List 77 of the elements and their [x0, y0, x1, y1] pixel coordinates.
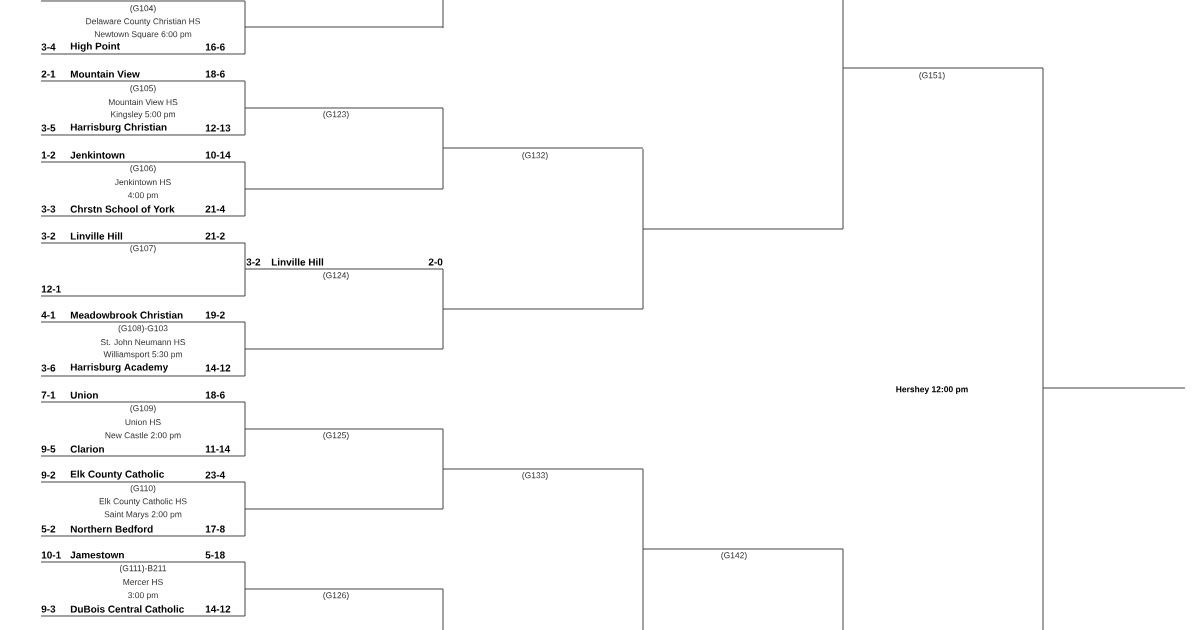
game-info: Mountain View HS	[108, 98, 178, 106]
seed-label: 9-5	[41, 445, 56, 453]
seed-label: 3-2	[246, 258, 261, 266]
team-record: 11-14	[205, 445, 231, 453]
seed-label: 5-2	[41, 525, 56, 533]
game-info: Mercer HS	[123, 579, 163, 585]
team-record: 18-6	[205, 70, 225, 78]
game-info: 3:00 pm	[128, 592, 158, 600]
game-info: (G111)-B211	[120, 565, 167, 573]
team-name: Harrisburg Academy	[70, 363, 169, 373]
game-info: Kingsley 5:00 pm	[111, 111, 175, 119]
seed-label: 3-5	[41, 124, 56, 132]
game-info: (G109)	[130, 405, 156, 413]
seed-label: 7-1	[41, 391, 56, 399]
team-record: 12-13	[205, 124, 231, 132]
seed-label: 1-2	[41, 151, 56, 159]
team-name: Mountain View	[70, 70, 140, 78]
game-label: (G151)	[919, 72, 945, 80]
team-name: Chrstn School of York	[70, 205, 175, 213]
team-name: Linville Hill	[271, 258, 324, 266]
team-name: DuBois Central Catholic	[70, 605, 184, 613]
game-info: Newtown Square 6:00 pm	[95, 31, 192, 39]
game-info: Union HS	[125, 418, 161, 426]
team-name: Northern Bedford	[70, 525, 153, 533]
seed-label: 3-6	[41, 364, 56, 372]
team-name: Harrisburg Christian	[70, 123, 167, 133]
team-record: 2-0	[428, 258, 443, 266]
seed-label: 2-1	[41, 70, 56, 78]
seed-label: 3-3	[41, 205, 56, 213]
game-info: (G106)	[130, 165, 156, 173]
seed-label: 9-2	[41, 471, 56, 479]
team-name: Linville Hill	[70, 232, 123, 240]
team-record: 19-2	[205, 311, 225, 319]
team-record: 16-6	[205, 43, 225, 51]
seed-label: 4-1	[41, 311, 56, 319]
seed-label: 12-1	[41, 285, 61, 293]
team-name: Jenkintown	[70, 151, 125, 159]
team-name: High Point	[70, 42, 120, 52]
seed-label: 3-4	[41, 43, 56, 51]
game-label: (G124)	[323, 272, 349, 280]
game-label: (G132)	[522, 152, 548, 160]
game-info: New Castle 2:00 pm	[105, 432, 181, 440]
team-record: 14-12	[205, 605, 231, 613]
team-record: 17-8	[205, 525, 225, 533]
game-info: (G107)	[130, 245, 156, 253]
team-name: Clarion	[70, 445, 104, 453]
game-label: (G142)	[721, 552, 747, 560]
team-record: 5-18	[205, 551, 225, 559]
team-record: 21-4	[205, 205, 226, 213]
game-info: Williamsport 5:30 pm	[103, 351, 182, 359]
game-info: (G110)	[130, 485, 156, 493]
game-info: (G108)-G103	[118, 325, 168, 333]
game-info: Saint Marys 2:00 pm	[104, 511, 182, 519]
game-label: (G123)	[323, 111, 349, 119]
venue-label: Hershey 12:00 pm	[896, 386, 968, 394]
game-info: Elk County Catholic HS	[99, 498, 187, 506]
seed-label: 10-1	[41, 551, 61, 559]
game-info: Jenkintown HS	[114, 178, 171, 186]
game-label: (G126)	[323, 592, 349, 600]
team-name: Elk County Catholic	[70, 470, 164, 480]
team-record: 14-12	[205, 364, 231, 372]
seed-label: 9-3	[41, 605, 56, 613]
team-record: 10-14	[205, 151, 231, 159]
team-name: Union	[70, 391, 98, 399]
game-label: (G133)	[522, 472, 548, 480]
team-record: 21-2	[205, 232, 225, 240]
game-info: Delaware County Christian HS	[86, 18, 200, 26]
seed-label: 3-2	[41, 232, 56, 240]
team-name: Meadowbrook Christian	[70, 311, 183, 319]
game-info: 4:00 pm	[127, 192, 158, 200]
game-info: St. John Neumann HS	[100, 338, 186, 346]
game-info: (G104)	[130, 5, 156, 13]
team-record: 23-4	[205, 471, 226, 479]
team-record: 18-6	[205, 391, 225, 399]
game-info: (G105)	[130, 85, 156, 93]
game-label: (G125)	[323, 432, 349, 440]
team-name: Jamestown	[70, 551, 124, 559]
